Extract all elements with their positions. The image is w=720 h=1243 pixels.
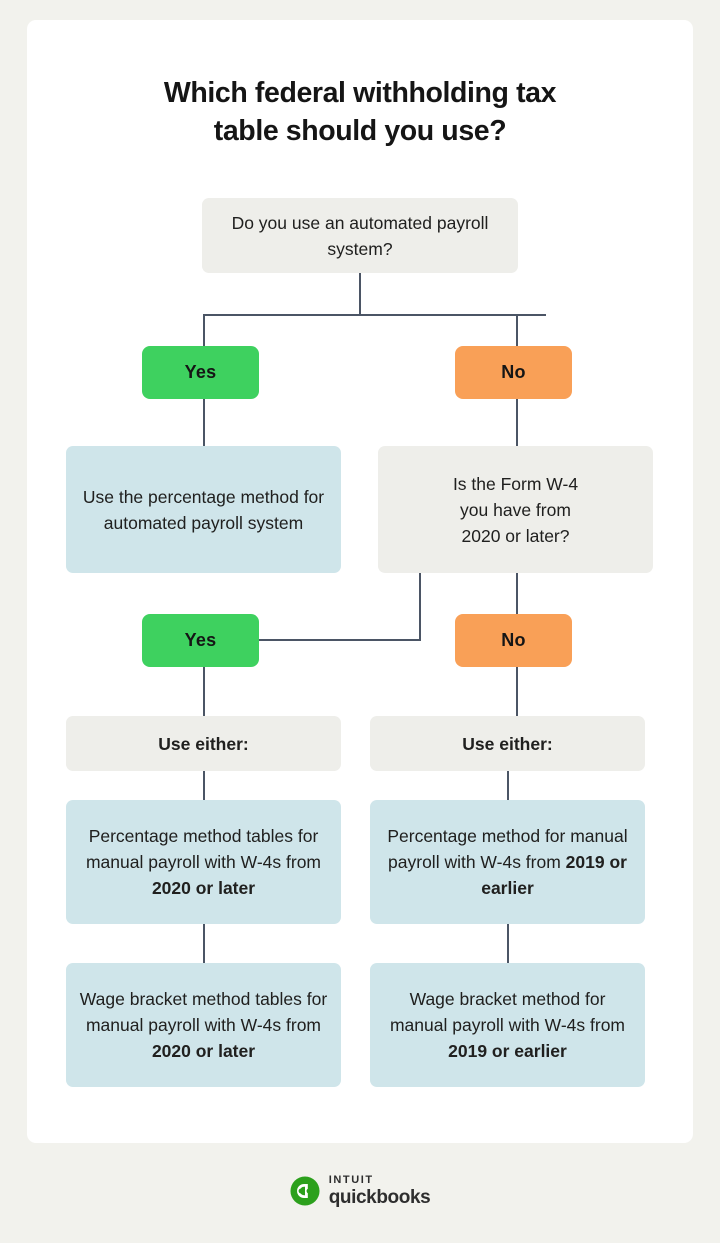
res-r2-plain: Wage bracket method for manual payroll w…	[389, 989, 626, 1035]
node-answer-yes-level2[interactable]: Yes	[142, 614, 259, 667]
node-answer-yes-level1[interactable]: Yes	[142, 346, 259, 399]
res-r1-bold: 2019 or earlier	[481, 852, 627, 898]
res-r1-plain: Percentage method for manual payroll wit…	[387, 826, 628, 872]
node-answer-no-level2-text: No	[501, 630, 526, 650]
page-title-line-2: table should you use?	[213, 115, 507, 147]
connector-split-to-yes1	[203, 314, 206, 346]
connector-question2-to-no2	[516, 573, 519, 614]
connector-split-bar	[203, 314, 546, 317]
res-l1-plain: Percentage method tables for manual payr…	[85, 826, 322, 872]
node-question-form-w4-year[interactable]: Is the Form W-4 you have from 2020 or la…	[378, 446, 653, 573]
node-result-wage-bracket-manual-2020[interactable]: Wage bracket method tables for manual pa…	[66, 963, 341, 1087]
node-result-wage-bracket-manual-2020-text: Wage bracket method tables for manual pa…	[66, 986, 341, 1064]
res-l2-bold: 2020 or later	[151, 1041, 256, 1061]
node-result-wage-bracket-manual-2019-text: Wage bracket method for manual payroll w…	[370, 986, 645, 1064]
node-answer-no-level1[interactable]: No	[455, 346, 572, 399]
page-title: Which federal withholding tax table shou…	[27, 74, 693, 150]
connector-no1-to-question2	[516, 399, 519, 446]
node-result-percentage-manual-2019[interactable]: Percentage method for manual payroll wit…	[370, 800, 645, 924]
connector-right-result1-to-result2	[507, 924, 510, 963]
q2-line-3: 2020 or later?	[461, 525, 570, 546]
res-l2-plain: Wage bracket method tables for manual pa…	[79, 989, 328, 1035]
connector-split-to-no1	[516, 314, 519, 346]
node-answer-yes-level1-text: Yes	[184, 362, 217, 382]
node-answer-no-level1-text: No	[501, 362, 526, 382]
q2-line-1: Is the Form W-4	[452, 473, 579, 494]
node-answer-no-level2[interactable]: No	[455, 614, 572, 667]
connector-question2-to-yes2	[259, 639, 421, 642]
node-result-percentage-manual-2020[interactable]: Percentage method tables for manual payr…	[66, 800, 341, 924]
node-question-automated-payroll[interactable]: Do you use an automated payroll system?	[202, 198, 518, 273]
flowchart: Do you use an automated payroll system? …	[27, 20, 693, 1143]
brand-footer: intuit quickbooks	[0, 1175, 720, 1207]
connector-yes1-to-result1	[203, 399, 206, 446]
node-use-either-left[interactable]: Use either:	[66, 716, 341, 771]
connector-question2-yes-stub	[419, 573, 422, 641]
node-use-either-left-text: Use either:	[158, 733, 249, 754]
res-l1-bold: 2020 or later	[151, 878, 256, 898]
brand-wordmark: intuit quickbooks	[328, 1174, 431, 1208]
connector-q1-to-split	[359, 273, 362, 316]
connector-no2-to-use-either-right	[516, 667, 519, 716]
node-question-automated-payroll-text: Do you use an automated payroll system?	[231, 212, 489, 259]
connector-left-result1-to-result2	[203, 924, 206, 963]
node-result-percentage-manual-2020-text: Percentage method tables for manual payr…	[66, 823, 341, 901]
node-use-either-right-text: Use either:	[462, 733, 553, 754]
node-result-automated-percentage-method-text: Use the percentage method for automated …	[82, 486, 325, 533]
content-card: Which federal withholding tax table shou…	[27, 20, 693, 1143]
page-title-line-1: Which federal withholding tax	[163, 77, 557, 109]
node-use-either-right[interactable]: Use either:	[370, 716, 645, 771]
node-result-automated-percentage-method[interactable]: Use the percentage method for automated …	[66, 446, 341, 573]
connector-use-either-left-to-result	[203, 771, 206, 800]
node-question-form-w4-year-text: Is the Form W-4 you have from 2020 or la…	[378, 471, 653, 549]
intuit-wordmark: intuit	[328, 1174, 374, 1186]
q2-line-2: you have from	[460, 499, 571, 520]
connector-yes2-to-use-either-left	[203, 667, 206, 716]
quickbooks-qb-circle-icon	[290, 1176, 320, 1206]
node-result-percentage-manual-2019-text: Percentage method for manual payroll wit…	[370, 823, 645, 901]
connector-use-either-right-to-result	[507, 771, 510, 800]
res-r2-bold: 2019 or earlier	[448, 1041, 567, 1061]
node-result-wage-bracket-manual-2019[interactable]: Wage bracket method for manual payroll w…	[370, 963, 645, 1087]
quickbooks-wordmark: quickbooks	[328, 1187, 431, 1208]
node-answer-yes-level2-text: Yes	[184, 630, 217, 650]
